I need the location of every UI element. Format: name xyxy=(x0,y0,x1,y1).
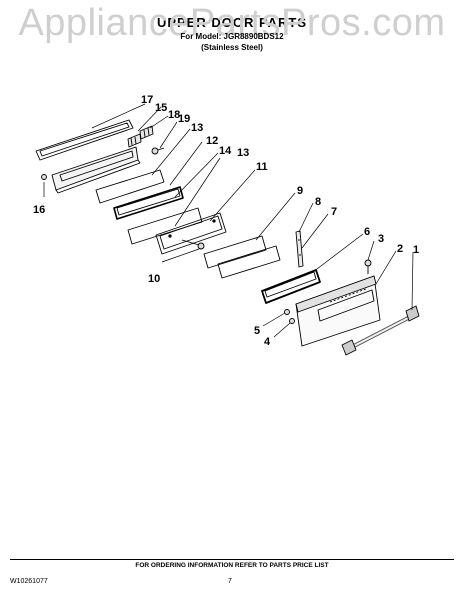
part-16-screw xyxy=(41,174,47,180)
callout-label: 3 xyxy=(378,233,384,245)
callout-labels: 17 15 18 19 13 12 14 13 11 16 10 9 8 7 6… xyxy=(33,94,419,348)
part-8-side-bracket xyxy=(295,230,304,268)
part-10-screw xyxy=(181,239,205,250)
part-19-screw xyxy=(151,147,165,155)
ordering-note: FOR ORDERING INFORMATION REFER TO PARTS … xyxy=(135,562,329,569)
page-number: 7 xyxy=(228,578,232,585)
part-9-outer-glass xyxy=(203,235,281,279)
document-number: W10261077 xyxy=(10,578,48,585)
part-6-door-seal xyxy=(261,269,321,304)
part-2-outer-door-panel xyxy=(295,275,381,347)
callout-label: 15 xyxy=(155,102,167,114)
footer-divider xyxy=(10,559,454,560)
part-1-door-handle xyxy=(341,305,420,356)
finish-line: (Stainless Steel) xyxy=(201,43,263,52)
part-14-glass-frame xyxy=(113,186,184,220)
callout-label: 5 xyxy=(254,325,260,337)
callout-label: 14 xyxy=(219,145,232,157)
callout-label: 13 xyxy=(237,147,249,159)
part-4-screw xyxy=(289,318,295,324)
part-door-liner xyxy=(51,146,141,194)
callout-label: 17 xyxy=(141,94,153,106)
part-17-gasket xyxy=(35,119,134,161)
page-title: UPPER DOOR PARTS xyxy=(156,15,308,30)
callout-label: 12 xyxy=(206,135,218,147)
part-11-glass-pack xyxy=(155,212,227,255)
callout-label: 16 xyxy=(33,204,45,216)
callout-label: 2 xyxy=(397,243,403,255)
callout-label: 6 xyxy=(364,226,370,238)
callout-label: 11 xyxy=(256,161,268,173)
callout-label: 4 xyxy=(264,336,271,348)
part-13-inner-glass xyxy=(95,169,165,204)
part-15-hinge-bracket xyxy=(127,133,142,148)
callout-label: 19 xyxy=(178,113,190,125)
leader-lines xyxy=(43,103,414,338)
part-18-hinge-bracket xyxy=(139,125,154,140)
callout-label: 9 xyxy=(297,185,303,197)
callout-label: 10 xyxy=(148,273,160,285)
callout-label: 1 xyxy=(413,244,419,256)
part-3-screw xyxy=(364,259,372,274)
callout-label: 18 xyxy=(168,109,180,121)
part-5-screw xyxy=(284,309,290,315)
callout-label: 13 xyxy=(191,122,203,134)
callout-label: 8 xyxy=(315,196,321,208)
callout-label: 7 xyxy=(331,206,337,218)
model-line: For Model: JGR8890BDS12 xyxy=(180,32,284,41)
part-13-middle-glass xyxy=(127,207,203,245)
